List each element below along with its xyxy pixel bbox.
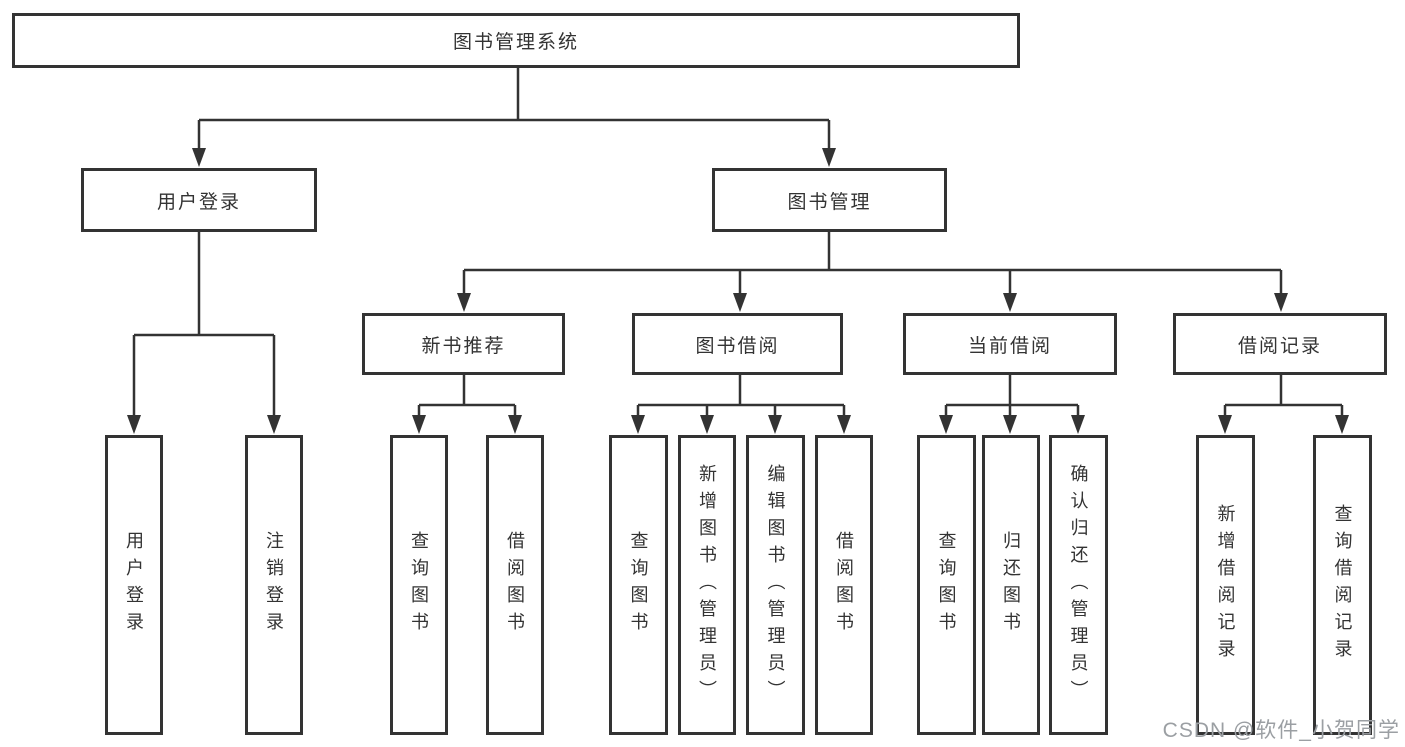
node-book-borrow: 图书借阅 xyxy=(632,313,843,375)
leaf-logout: 注销登录 xyxy=(245,435,303,735)
node-library-system: 图书管理系统 xyxy=(12,13,1020,68)
leaf-borrow-books: 借阅图书 xyxy=(815,435,873,735)
leaf-add-borrow-record: 新增借阅记录 xyxy=(1196,435,1255,735)
leaf-query-books-recommend: 查询图书 xyxy=(390,435,448,735)
leaf-query-borrow-record: 查询借阅记录 xyxy=(1313,435,1372,735)
leaf-confirm-return-admin: 确认归还（管理员） xyxy=(1049,435,1108,735)
leaf-borrow-books-recommend: 借阅图书 xyxy=(486,435,544,735)
leaf-add-book-admin: 新增图书（管理员） xyxy=(678,435,736,735)
leaf-edit-book-admin: 编辑图书（管理员） xyxy=(746,435,805,735)
node-user-login: 用户登录 xyxy=(81,168,317,232)
leaf-return-books: 归还图书 xyxy=(982,435,1040,735)
leaf-user-login: 用户登录 xyxy=(105,435,163,735)
leaf-query-books-borrow: 查询图书 xyxy=(609,435,668,735)
node-book-management: 图书管理 xyxy=(712,168,947,232)
leaf-query-books-current: 查询图书 xyxy=(917,435,976,735)
csdn-watermark: CSDN @软件_小贺同学 xyxy=(1162,719,1400,742)
node-current-borrow: 当前借阅 xyxy=(903,313,1117,375)
node-new-book-recommend: 新书推荐 xyxy=(362,313,565,375)
node-borrow-records: 借阅记录 xyxy=(1173,313,1387,375)
